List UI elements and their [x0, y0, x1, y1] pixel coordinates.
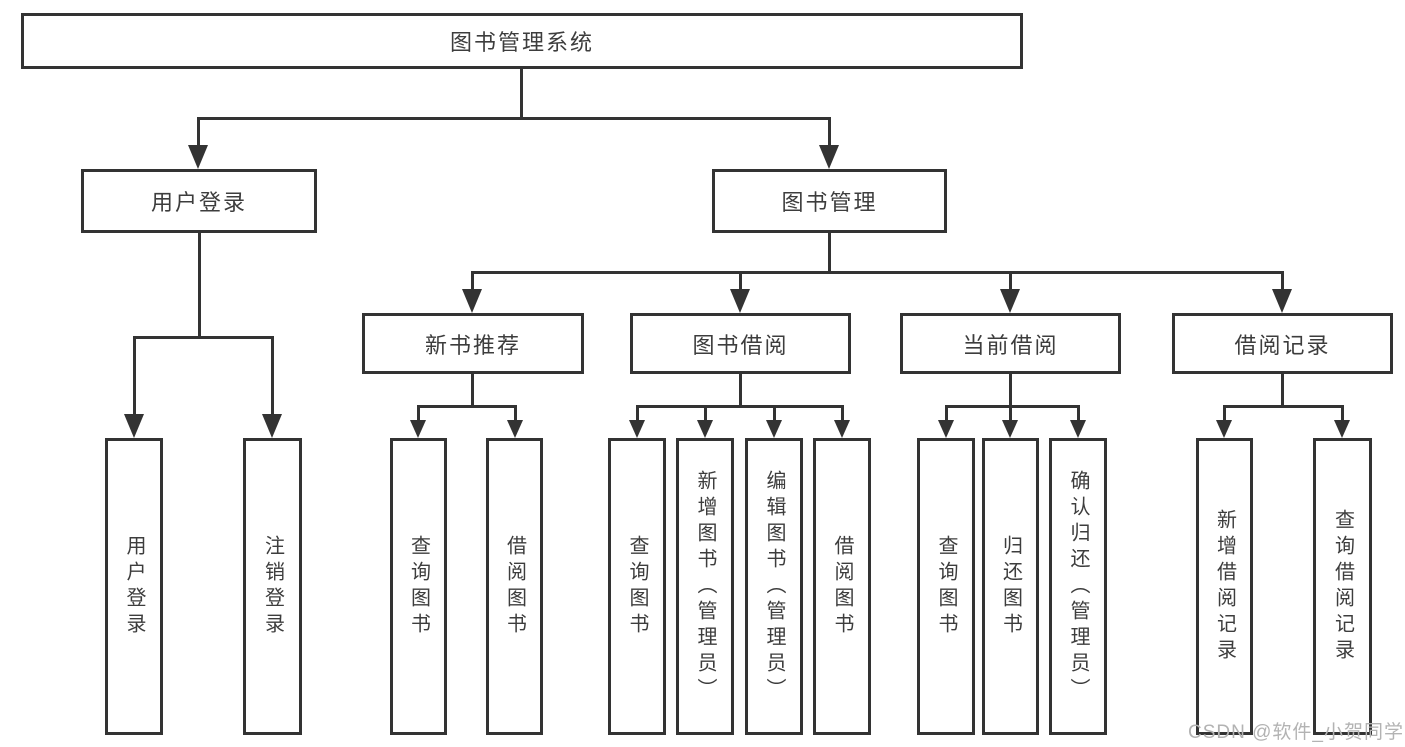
arrow-down-icon: [1272, 289, 1292, 313]
arrow-down-icon: [1216, 420, 1232, 438]
leaf-borrow-books-recommend-label: 借阅图书: [503, 534, 526, 639]
watermark-text: CSDN @软件_小贺同学: [1188, 722, 1404, 743]
connector-line: [417, 405, 420, 422]
connector-line: [1009, 372, 1012, 407]
arrow-down-icon: [410, 420, 426, 438]
connector-line: [1341, 405, 1344, 422]
arrow-down-icon: [1070, 420, 1086, 438]
node-root-label: 图书管理系统: [449, 30, 594, 55]
arrow-down-icon: [730, 289, 750, 313]
leaf-query-books-recommend: 查询图书: [390, 438, 447, 735]
leaf-add-books-admin: 新增图书（管理员）: [676, 438, 734, 735]
connector-line: [945, 405, 1079, 408]
leaf-query-books-borrowing: 查询图书: [608, 438, 666, 735]
connector-line: [1223, 405, 1344, 408]
arrow-down-icon: [262, 414, 282, 438]
leaf-query-books-current-label: 查询图书: [935, 534, 957, 639]
leaf-user-login-label: 用户登录: [123, 534, 145, 639]
leaf-borrow-books-recommend: 借阅图书: [486, 438, 543, 735]
leaf-return-books-label: 归还图书: [999, 534, 1022, 639]
connector-line: [1281, 271, 1284, 291]
node-new-book-recommend: 新书推荐: [362, 313, 584, 374]
connector-line: [636, 405, 844, 408]
leaf-logout: 注销登录: [243, 438, 302, 735]
connector-line: [841, 405, 844, 422]
leaf-query-books-borrowing-label: 查询图书: [626, 534, 648, 639]
leaf-return-books: 归还图书: [982, 438, 1039, 735]
leaf-edit-books-admin: 编辑图书（管理员）: [745, 438, 803, 735]
arrow-down-icon: [629, 420, 645, 438]
connector-line: [945, 405, 948, 422]
connector-line: [739, 271, 742, 291]
arrow-down-icon: [1000, 289, 1020, 313]
connector-line: [828, 117, 831, 147]
node-root: 图书管理系统: [21, 13, 1023, 69]
connector-line: [471, 271, 474, 291]
connector-line: [739, 372, 742, 407]
connector-line: [828, 232, 831, 273]
connector-line: [271, 336, 274, 416]
arrow-down-icon: [507, 420, 523, 438]
leaf-user-login: 用户登录: [105, 438, 163, 735]
leaf-query-books-current: 查询图书: [917, 438, 975, 735]
leaf-logout-label: 注销登录: [261, 534, 284, 639]
node-new-book-recommend-label: 新书推荐: [424, 332, 521, 358]
connector-line: [471, 372, 474, 407]
node-book-management-label: 图书管理: [781, 190, 878, 215]
node-user-login: 用户登录: [81, 169, 317, 233]
connector-line: [197, 117, 200, 147]
arrow-down-icon: [462, 289, 482, 313]
connector-line: [636, 405, 639, 422]
node-book-borrowing-label: 图书借阅: [692, 332, 789, 358]
arrow-down-icon: [766, 420, 782, 438]
connector-line: [1223, 405, 1226, 422]
connector-line: [773, 405, 776, 422]
connector-line: [471, 271, 1283, 274]
connector-line: [133, 336, 136, 416]
arrow-down-icon: [188, 145, 208, 169]
connector-line: [417, 405, 516, 408]
connector-line: [704, 405, 707, 422]
arrow-down-icon: [1334, 420, 1350, 438]
connector-line: [514, 405, 517, 422]
leaf-borrow-books-borrowing: 借阅图书: [813, 438, 871, 735]
connector-line: [1009, 271, 1012, 291]
connector-line: [1009, 405, 1012, 422]
arrow-down-icon: [1002, 420, 1018, 438]
leaf-query-borrow-record-label: 查询借阅记录: [1331, 508, 1354, 665]
arrow-down-icon: [819, 145, 839, 169]
node-borrowing-records: 借阅记录: [1172, 313, 1393, 374]
arrow-down-icon: [697, 420, 713, 438]
arrow-down-icon: [938, 420, 954, 438]
leaf-edit-books-admin-label: 编辑图书（管理员）: [763, 469, 785, 704]
arrow-down-icon: [834, 420, 850, 438]
leaf-query-borrow-record: 查询借阅记录: [1313, 438, 1372, 735]
leaf-query-books-recommend-label: 查询图书: [407, 534, 430, 639]
leaf-confirm-return-admin-label: 确认归还（管理员）: [1067, 469, 1089, 704]
node-book-borrowing: 图书借阅: [630, 313, 851, 374]
connector-line: [1077, 405, 1080, 422]
leaf-add-borrow-record: 新增借阅记录: [1196, 438, 1253, 735]
node-user-login-label: 用户登录: [150, 190, 247, 215]
arrow-down-icon: [124, 414, 144, 438]
leaf-add-books-admin-label: 新增图书（管理员）: [694, 469, 716, 704]
node-current-borrowing: 当前借阅: [900, 313, 1121, 374]
connector-line: [1281, 372, 1284, 407]
node-book-management: 图书管理: [712, 169, 947, 233]
leaf-add-borrow-record-label: 新增借阅记录: [1213, 508, 1236, 665]
leaf-confirm-return-admin: 确认归还（管理员）: [1049, 438, 1107, 735]
leaf-borrow-books-borrowing-label: 借阅图书: [831, 534, 853, 639]
node-current-borrowing-label: 当前借阅: [962, 332, 1059, 358]
connector-line: [520, 68, 523, 120]
connector-line: [198, 232, 201, 338]
node-borrowing-records-label: 借阅记录: [1234, 332, 1331, 358]
connector-line: [197, 117, 831, 120]
connector-line: [133, 336, 274, 339]
